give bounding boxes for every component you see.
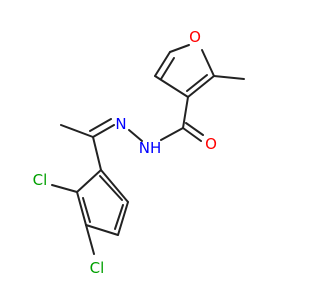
bond — [186, 74, 208, 92]
bond — [160, 127, 184, 141]
bond — [82, 197, 91, 223]
bond — [154, 51, 171, 77]
chlorine-ortho-label: Cl — [33, 171, 48, 189]
bond — [187, 75, 215, 98]
bond — [51, 184, 78, 193]
bond — [76, 169, 102, 193]
bond-lines — [51, 44, 245, 255]
amide-nitrogen-label: NH — [139, 139, 162, 157]
bond — [160, 57, 175, 80]
bond — [182, 127, 202, 142]
bond — [89, 118, 112, 132]
bond — [185, 122, 204, 136]
bond — [60, 124, 94, 138]
bond — [85, 224, 95, 255]
bond — [182, 96, 189, 129]
bond — [117, 201, 129, 236]
bond — [92, 136, 102, 171]
bond — [76, 191, 87, 226]
bond — [213, 75, 245, 80]
atom-labels: O O N NH Cl Cl — [33, 28, 217, 277]
bond — [85, 224, 119, 236]
bond — [169, 44, 190, 53]
carbonyl-oxygen-label: O — [205, 135, 217, 153]
bond — [100, 169, 129, 203]
bond — [201, 49, 215, 77]
ring-oxygen-label: O — [189, 28, 201, 46]
chlorine-para-label: Cl — [90, 259, 105, 277]
bond — [154, 75, 189, 98]
molecule-structure: O O N NH Cl Cl — [33, 28, 245, 277]
bond — [99, 175, 123, 201]
bond — [92, 124, 115, 138]
bond — [114, 204, 124, 230]
imine-nitrogen-label: N — [115, 115, 126, 133]
bond — [128, 129, 143, 142]
